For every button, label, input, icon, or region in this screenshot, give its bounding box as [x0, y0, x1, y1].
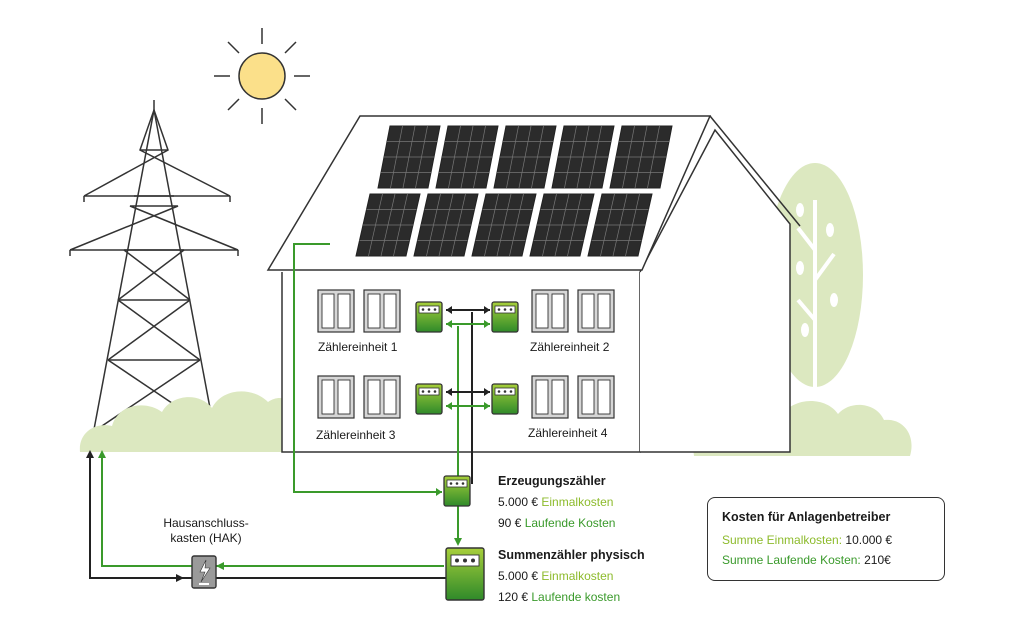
window — [531, 289, 569, 333]
operator-cost-box: Kosten für Anlagenbetreiber Summe Einmal… — [707, 497, 945, 581]
solar-panels — [355, 125, 673, 257]
unit-1-label: Zählereinheit 1 — [318, 340, 398, 354]
window — [531, 375, 569, 419]
sum-meter-title: Summenzähler physisch — [498, 548, 645, 562]
sum-meter-icon — [445, 547, 485, 601]
window — [317, 375, 355, 419]
generation-meter-icon — [443, 475, 471, 507]
sum-one-time-label: Einmalkosten — [541, 569, 614, 583]
wiring — [86, 243, 490, 582]
sum-one-time-cost: 5.000 € Einmalkosten — [498, 566, 645, 587]
meter-unit-3-icon — [415, 383, 443, 415]
hak-label: Hausanschluss- kasten (HAK) — [150, 516, 262, 546]
operator-sum-running: Summe Laufende Kosten: 210€ — [722, 553, 891, 567]
unit-4-label: Zählereinheit 4 — [528, 426, 608, 440]
generation-one-time-label: Einmalkosten — [541, 495, 614, 509]
window — [577, 375, 615, 419]
hak-label-line2: kasten (HAK) — [170, 531, 242, 545]
generation-one-time-cost: 5.000 € Einmalkosten — [498, 492, 615, 513]
sun-icon — [214, 28, 310, 124]
operator-sum-one-time-value: 10.000 € — [845, 533, 893, 547]
window — [363, 289, 401, 333]
sum-running-amount: 120 € — [498, 590, 529, 604]
operator-cost-title: Kosten für Anlagenbetreiber — [722, 510, 891, 524]
sum-running-cost: 120 € Laufende kosten — [498, 587, 645, 608]
bush-left — [79, 391, 297, 452]
generation-running-label: Laufende Kosten — [524, 516, 616, 530]
sum-one-time-amount: 5.000 € — [498, 569, 539, 583]
sum-running-label: Laufende kosten — [531, 590, 621, 604]
unit-2-label: Zählereinheit 2 — [530, 340, 610, 354]
generation-meter-info: Erzeugungszähler 5.000 € Einmalkosten 90… — [498, 471, 615, 534]
generation-one-time-amount: 5.000 € — [498, 495, 539, 509]
window — [317, 289, 355, 333]
operator-sum-running-value: 210€ — [864, 553, 891, 567]
operator-sum-one-time: Summe Einmalkosten: 10.000 € — [722, 533, 892, 547]
meter-unit-2-icon — [491, 301, 519, 333]
power-pylon-icon — [69, 100, 239, 441]
meter-unit-4-icon — [491, 383, 519, 415]
operator-sum-running-label: Summe Laufende Kosten: — [722, 553, 861, 567]
hak-box-icon — [191, 555, 217, 589]
meter-unit-1-icon — [415, 301, 443, 333]
generation-running-amount: 90 € — [498, 516, 522, 530]
sum-meter-info: Summenzähler physisch 5.000 € Einmalkost… — [498, 545, 645, 608]
generation-meter-title: Erzeugungszähler — [498, 474, 606, 488]
generation-running-cost: 90 € Laufende Kosten — [498, 513, 615, 534]
hak-label-line1: Hausanschluss- — [163, 516, 249, 530]
windows — [317, 289, 615, 419]
unit-3-label: Zählereinheit 3 — [316, 428, 396, 442]
window — [577, 289, 615, 333]
operator-sum-one-time-label: Summe Einmalkosten: — [722, 533, 843, 547]
window — [363, 375, 401, 419]
